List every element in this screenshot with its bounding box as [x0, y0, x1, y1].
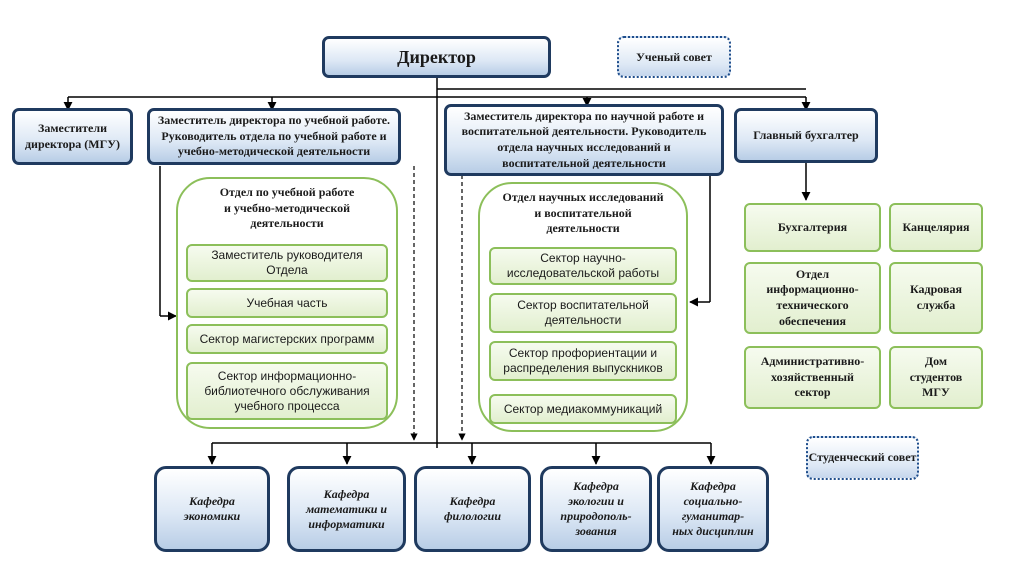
research-unit-label: Сектор профориентации и распределения вы…	[503, 346, 663, 375]
director-box[interactable]: Директор	[322, 36, 551, 78]
research-unit[interactable]: Сектор научно- исследовательской работы	[489, 247, 677, 285]
department-box[interactable]: Кафедра социально- гуманитар- ных дисцип…	[657, 466, 769, 552]
department-label: Кафедра филологии	[443, 494, 502, 523]
director-label: Директор	[397, 46, 476, 67]
deputy-research-box[interactable]: Заместитель директора по научной работе …	[444, 104, 724, 176]
service-label: Административно- хозяйственный сектор	[760, 354, 865, 400]
department-box[interactable]: Кафедра экономики	[154, 466, 270, 552]
service-label: Кадровая служба	[910, 282, 962, 312]
service-box[interactable]: Кадровая служба	[889, 262, 983, 334]
deputy-academic-label: Заместитель директора по учебной работе.…	[157, 113, 391, 159]
department-label: Кафедра математики и информатики	[305, 486, 388, 531]
academic-unit-label: Сектор информационно- библиотечного обсл…	[204, 368, 370, 413]
department-box[interactable]: Кафедра филологии	[414, 466, 531, 552]
department-box[interactable]: Кафедра математики и информатики	[287, 466, 406, 552]
academic-unit[interactable]: Сектор информационно- библиотечного обсл…	[186, 362, 388, 420]
service-box[interactable]: Бухгалтерия	[744, 203, 881, 252]
department-box[interactable]: Кафедра экологии и природополь- зования	[540, 466, 652, 552]
deputy-msu-label: Заместители директора (МГУ)	[24, 120, 121, 151]
academic-unit-label: Заместитель руководителя Отдела	[211, 248, 363, 277]
accountant-label: Главный бухгалтер	[753, 128, 859, 142]
academic-unit-label: Учебная часть	[246, 295, 328, 310]
service-box[interactable]: Дом студентов МГУ	[889, 346, 983, 409]
research-unit[interactable]: Сектор воспитательной деятельности	[489, 293, 677, 333]
academic-unit[interactable]: Заместитель руководителя Отдела	[186, 244, 388, 282]
deputy-research-label: Заместитель директора по научной работе …	[461, 108, 707, 170]
research-unit-label: Сектор воспитательной деятельности	[517, 298, 649, 327]
academic-council-label: Ученый совет	[636, 49, 712, 64]
service-label: Канцелярия	[902, 219, 970, 234]
academic-unit[interactable]: Учебная часть	[186, 288, 388, 318]
research-unit[interactable]: Сектор медиакоммуникаций	[489, 394, 677, 424]
student-council-label: Студенческий совет	[808, 450, 917, 465]
service-label: Бухгалтерия	[777, 219, 848, 234]
research-dept-title: Отдел научных исследований и воспитатель…	[502, 190, 664, 236]
service-box[interactable]: Отдел информационно- технического обеспе…	[744, 262, 881, 334]
research-unit-label: Сектор медиакоммуникаций	[503, 401, 663, 416]
academic-council-box[interactable]: Ученый совет	[617, 36, 731, 78]
research-unit[interactable]: Сектор профориентации и распределения вы…	[489, 341, 677, 381]
service-label: Отдел информационно- технического обеспе…	[766, 266, 859, 328]
student-council-box[interactable]: Студенческий совет	[806, 436, 919, 480]
deputy-msu-box[interactable]: Заместители директора (МГУ)	[12, 108, 133, 165]
department-label: Кафедра экологии и природополь- зования	[560, 479, 632, 538]
service-label: Дом студентов МГУ	[909, 354, 963, 400]
service-box[interactable]: Канцелярия	[889, 203, 983, 252]
service-box[interactable]: Административно- хозяйственный сектор	[744, 346, 881, 409]
department-label: Кафедра экономики	[183, 494, 241, 523]
academic-unit[interactable]: Сектор магистерских программ	[186, 324, 388, 354]
deputy-academic-box[interactable]: Заместитель директора по учебной работе.…	[147, 108, 401, 165]
research-unit-label: Сектор научно- исследовательской работы	[506, 251, 660, 280]
academic-unit-label: Сектор магистерских программ	[199, 331, 375, 346]
academic-dept-title: Отдел по учебной работе и учебно-методич…	[219, 185, 355, 231]
department-label: Кафедра социально- гуманитар- ных дисцип…	[672, 479, 754, 538]
accountant-box[interactable]: Главный бухгалтер	[734, 108, 878, 163]
